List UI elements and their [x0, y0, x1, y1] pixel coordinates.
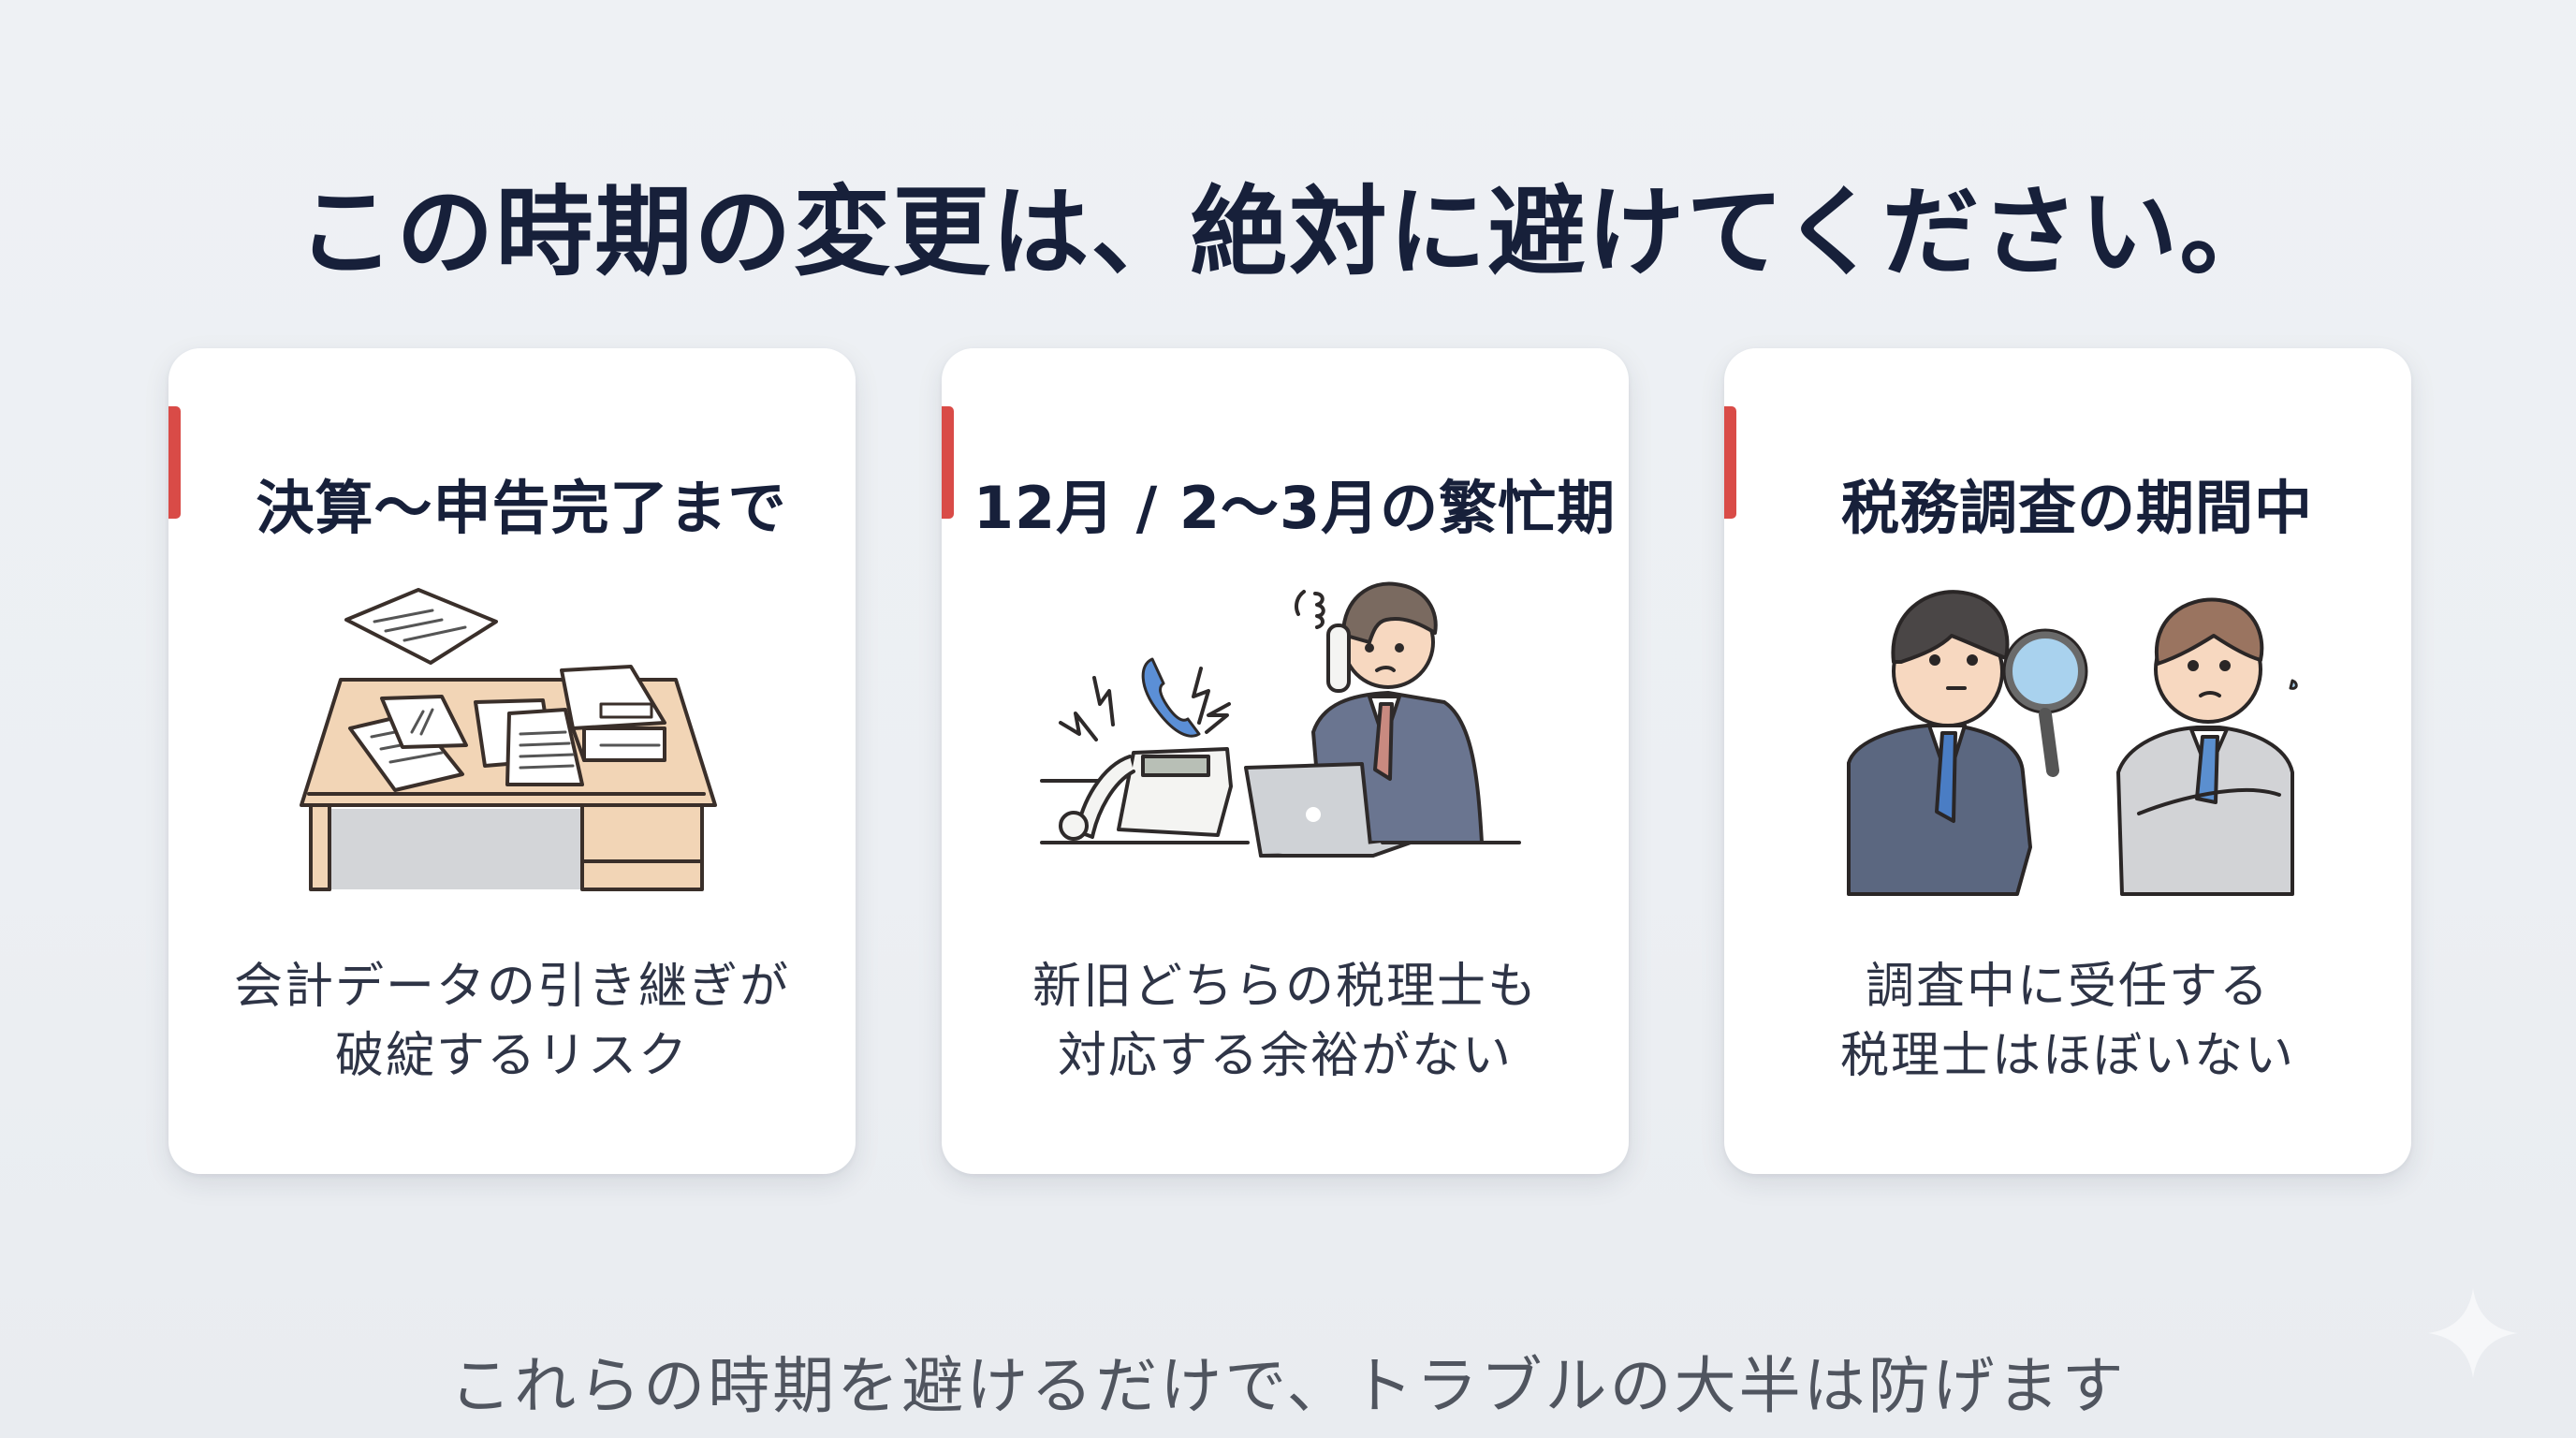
accent-bar: [942, 406, 954, 519]
card-description: 会計データの引き継ぎが 破綻するリスク: [233, 959, 790, 1084]
tax-audit-illustration: [1724, 554, 2411, 910]
sparkle-icon: [2428, 1288, 2518, 1378]
accent-bar: [168, 406, 181, 519]
busy-office-illustration: [942, 554, 1629, 910]
footer-note: これらの時期を避けるだけで、トラブルの大半は防げます: [449, 1350, 2127, 1422]
card-description: 新旧どちらの税理士も 対応する余裕がない: [1032, 959, 1538, 1084]
card-tax-audit: 税務調査の期間中: [1724, 348, 2411, 1174]
card-title: 12月 / 2〜3月の繁忙期: [973, 474, 1617, 543]
magnifier-icon: [1847, 590, 2298, 896]
accent-bar: [1724, 406, 1736, 519]
card-busy-season: 12月 / 2〜3月の繁忙期: [942, 348, 1629, 1174]
card-title: 税務調査の期間中: [1840, 474, 2313, 543]
desk-documents-illustration: [168, 554, 856, 910]
desk-icon: [300, 588, 717, 891]
ringing-phone-icon: [1040, 581, 1521, 858]
card-description: 調査中に受任する 税理士はほぼいない: [1839, 959, 2295, 1084]
card-title: 決算〜申告完了まで: [256, 474, 787, 543]
page-title: この時期の変更は、絶対に避けてください。: [297, 174, 2279, 289]
card-closing-period: 決算〜申告完了まで: [168, 348, 856, 1174]
